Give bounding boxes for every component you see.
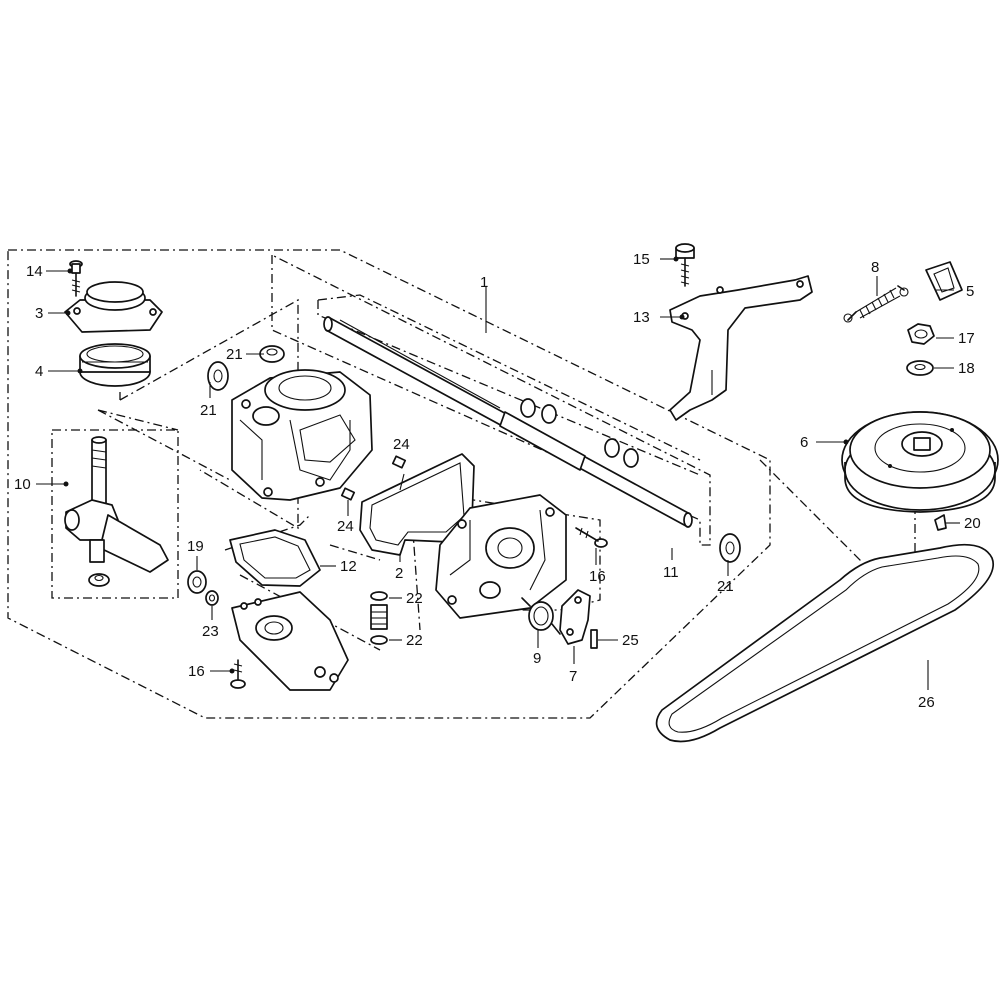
pulley-belt-link — [759, 459, 916, 616]
gasket-2 — [359, 453, 475, 556]
callout-2: 2 — [395, 565, 403, 582]
nut-17 — [907, 323, 935, 345]
cap-3 — [64, 281, 163, 333]
callout-21-top: 21 — [226, 346, 243, 363]
callout-21-left: 21 — [200, 402, 217, 419]
belt-26 — [655, 543, 994, 743]
key-20 — [934, 514, 947, 531]
callout-25: 25 — [622, 632, 639, 649]
callout-10: 10 — [14, 476, 31, 493]
callout-16-left: 16 — [188, 663, 205, 680]
callout-13: 13 — [633, 309, 650, 326]
bolt-14 — [69, 260, 83, 297]
spindle-link — [97, 409, 231, 481]
assembly-boundary — [7, 249, 771, 719]
callout-20: 20 — [964, 515, 981, 532]
washer-19 — [187, 570, 207, 594]
pin-24-lower — [340, 487, 356, 501]
callout-12: 12 — [340, 558, 357, 575]
bolt-16-right — [575, 527, 608, 548]
spring-22 — [370, 591, 388, 645]
pulley-6 — [841, 411, 999, 513]
callout-4: 4 — [35, 363, 43, 380]
spring-8 — [843, 285, 909, 323]
washer-18 — [906, 360, 934, 376]
lower-cover — [231, 591, 349, 691]
callout-24-upper: 24 — [393, 436, 410, 453]
bracket-13 — [669, 275, 813, 421]
leader-lines — [36, 256, 960, 690]
callout-24-lower: 24 — [337, 518, 354, 535]
callout-26: 26 — [918, 694, 935, 711]
callout-17: 17 — [958, 330, 975, 347]
shaft-inner-boundary — [317, 294, 701, 476]
bolt-16-left — [230, 659, 246, 689]
arm-7 — [559, 589, 591, 645]
callout-3: 3 — [35, 305, 43, 322]
shaft-1 — [323, 316, 693, 528]
shaft-group-boundary — [271, 253, 711, 546]
callout-9: 9 — [533, 650, 541, 667]
callout-11: 11 — [663, 564, 679, 581]
callout-1: 1 — [480, 274, 488, 291]
washer-23 — [205, 590, 219, 606]
callout-19: 19 — [187, 538, 204, 555]
clip-5 — [925, 261, 963, 301]
spring-9 — [521, 597, 561, 635]
callout-5: 5 — [966, 283, 974, 300]
callout-18: 18 — [958, 360, 975, 377]
callout-labels: 1 2 3 4 5 6 7 8 9 10 11 12 13 14 15 16 1… — [14, 251, 981, 711]
left-housing — [231, 369, 373, 501]
bearing-21-right — [719, 533, 741, 563]
callout-15: 15 — [633, 251, 650, 268]
callout-8: 8 — [871, 259, 879, 276]
pin-25 — [590, 629, 598, 649]
callout-16-right: 16 — [589, 568, 606, 585]
right-case — [435, 494, 567, 619]
callout-22-upper: 22 — [406, 590, 423, 607]
callout-21-right: 21 — [717, 578, 734, 595]
callout-23: 23 — [202, 623, 219, 640]
spindle-10 — [64, 436, 169, 587]
callout-22-lower: 22 — [406, 632, 423, 649]
gasket-12 — [229, 529, 321, 587]
bearing-21-left — [207, 361, 229, 391]
callout-14: 14 — [26, 263, 43, 280]
seal-4 — [79, 343, 151, 387]
bolt-15 — [675, 243, 695, 287]
callout-6: 6 — [800, 434, 808, 451]
callout-7: 7 — [569, 668, 577, 685]
pin-24-upper — [391, 455, 407, 469]
